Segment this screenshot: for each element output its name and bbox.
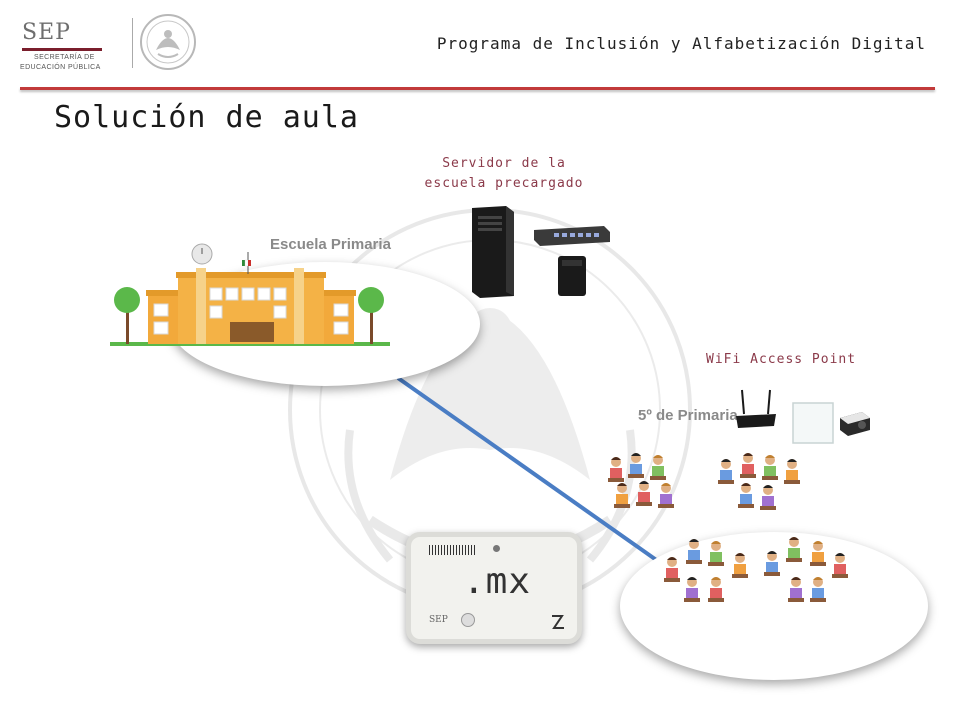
students-classroom-icon	[664, 537, 848, 602]
slide-header: SEP SECRETARÍA DE EDUCACIÓN PÚBLICA Prog…	[0, 0, 960, 92]
slide-title: Solución de aula	[54, 100, 359, 135]
sep-logo-line2: EDUCACIÓN PÚBLICA	[20, 64, 101, 71]
tablet-device: .mx SEP	[406, 532, 582, 644]
tablet-seal-icon	[461, 613, 475, 627]
sep-logo-name: SEP	[22, 20, 71, 45]
tablet-maker-logo-icon	[552, 615, 564, 629]
eagle-seal-icon	[140, 14, 196, 70]
sep-logo-line1: SECRETARÍA DE	[34, 54, 95, 61]
ups-icon	[558, 256, 586, 296]
tablet-camera-icon	[493, 545, 500, 552]
server-label: Servidor de la escuela precargado	[404, 154, 604, 194]
wifi-router-icon	[736, 389, 776, 428]
header-rule	[20, 87, 935, 90]
tablet-brand-text: .mx	[463, 561, 532, 602]
program-title: Programa de Inclusión y Alfabetización D…	[436, 34, 926, 53]
server-label-line1: Servidor de la	[442, 156, 566, 171]
server-tower-icon	[472, 206, 514, 298]
logo-divider	[132, 18, 133, 68]
grade-label: 5º de Primaria	[638, 407, 738, 424]
school-building-icon	[110, 243, 390, 346]
wifi-access-point-label: WiFi Access Point	[706, 352, 857, 367]
sep-logo-bar	[22, 48, 102, 51]
projector-icon	[840, 412, 870, 436]
server-label-line2: escuela precargado	[424, 176, 584, 191]
network-switch-icon	[534, 226, 610, 246]
school-label: Escuela Primaria	[270, 236, 391, 253]
students-group-icon	[608, 453, 800, 510]
whiteboard-icon	[792, 402, 834, 444]
tablet-barcode	[429, 545, 475, 555]
sep-logo: SEP SECRETARÍA DE EDUCACIÓN PÚBLICA	[20, 18, 140, 78]
tablet-sep-text: SEP	[429, 615, 448, 625]
